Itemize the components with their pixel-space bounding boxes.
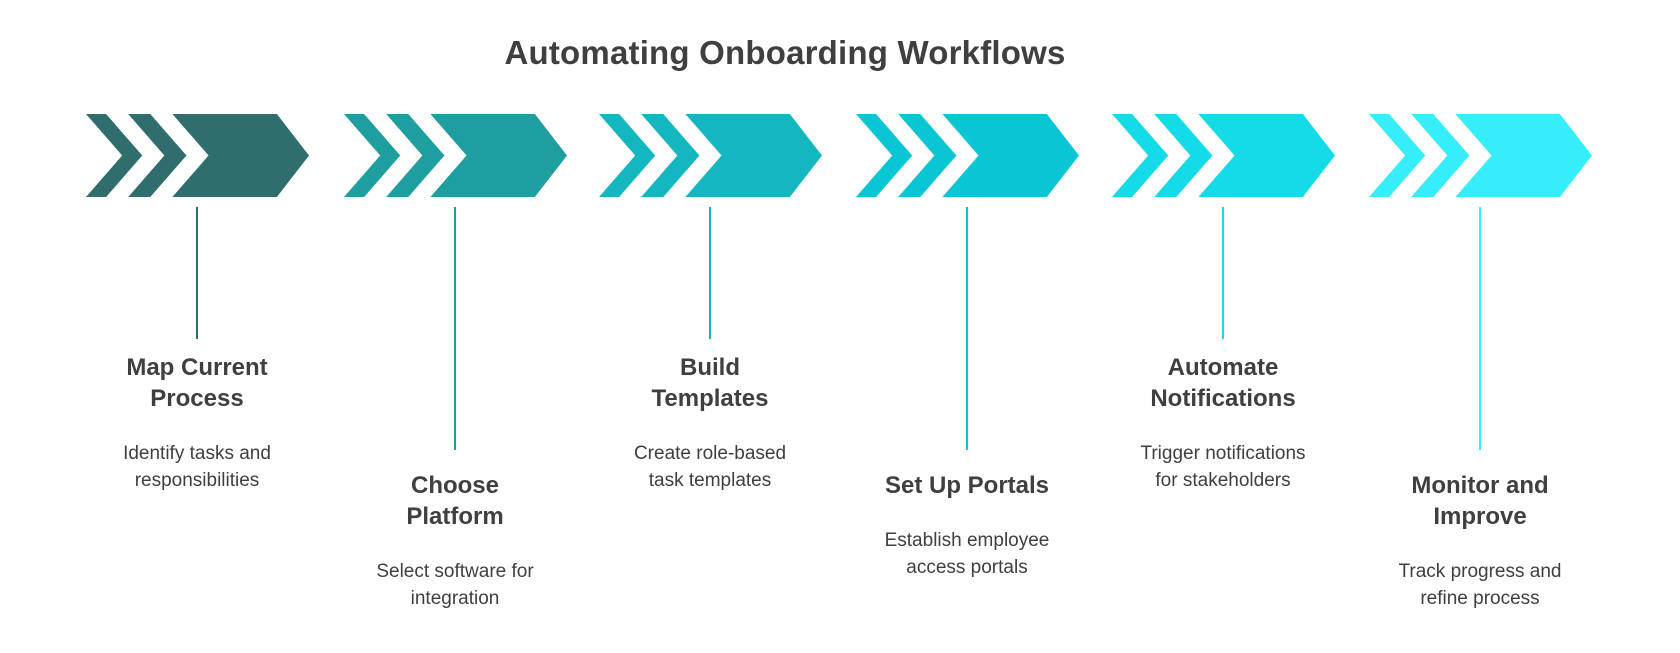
- step-description: Create role-based task templates: [633, 443, 787, 491]
- chevron-arrow-icon: [599, 114, 822, 197]
- chevron-arrow-icon: [1369, 114, 1592, 197]
- step-title: Monitor and Improve: [1411, 472, 1549, 530]
- chevron-arrow-icon: [856, 114, 1079, 197]
- chevron-arrow-icon: [1112, 114, 1335, 197]
- connector-line: [709, 207, 711, 339]
- step-title: Automate Notifications: [1150, 354, 1296, 412]
- step-title: Choose Platform: [406, 472, 504, 530]
- connector-line: [966, 207, 968, 450]
- connector-line: [454, 207, 456, 450]
- connector-line: [196, 207, 198, 339]
- step-description: Track progress and refine process: [1398, 561, 1562, 609]
- step-description: Establish employee access portals: [884, 530, 1050, 578]
- connector-line: [1479, 207, 1481, 450]
- step-title: Build Templates: [651, 354, 769, 412]
- step-title: Set Up Portals: [884, 472, 1050, 499]
- step-description: Trigger notifications for stakeholders: [1140, 443, 1306, 491]
- page-title: Automating Onboarding Workflows: [504, 34, 1066, 71]
- step-description: Select software for integration: [376, 561, 534, 609]
- chevron-arrow-icon: [86, 114, 309, 197]
- connector-line: [1222, 207, 1224, 339]
- step-description: Identify tasks and responsibilities: [123, 443, 271, 491]
- step-title: Map Current Process: [126, 354, 268, 412]
- chevron-arrow-icon: [344, 114, 567, 197]
